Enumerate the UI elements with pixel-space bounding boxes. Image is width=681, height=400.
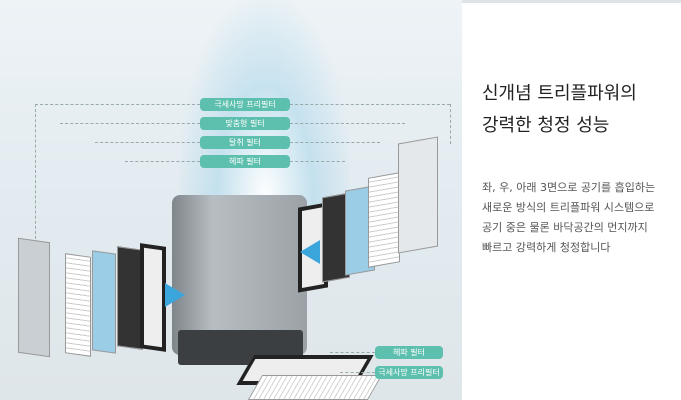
description-line: 공기 중은 물론 바닥공간의 먼지까지	[482, 221, 648, 234]
leader-line	[35, 104, 36, 244]
leader-line	[60, 123, 200, 124]
label-prefilter: 극세사망 프리필터	[200, 98, 290, 111]
leader-line	[290, 142, 380, 143]
leader-line	[125, 161, 200, 162]
description-line: 좌, 우, 아래 3면으로 공기를 흡입하는	[482, 181, 656, 194]
prefilter-bottom	[247, 375, 383, 400]
airflow-arrow-left	[165, 283, 185, 307]
label-deodor-filter: 탈취 필터	[200, 136, 290, 149]
leader-line	[290, 161, 345, 162]
leader-line	[340, 372, 375, 373]
custom-filter-left	[92, 250, 116, 354]
side-cover-right	[398, 136, 438, 254]
label-hepa-filter-bottom: 헤파 필터	[375, 346, 443, 359]
description-line: 새로운 방식의 트리플파워 시스템으로	[482, 201, 655, 214]
side-cover-left	[18, 237, 50, 358]
headline-line: 신개념 트리플파워의	[482, 83, 637, 104]
headline: 신개념 트리플파워의 강력한 청정 성능	[482, 78, 637, 142]
air-purifier-body	[172, 195, 307, 355]
description-line: 빠르고 강력하게 청정합니다	[482, 241, 611, 254]
leader-line	[450, 104, 451, 144]
leader-line	[95, 142, 200, 143]
hepa-filter-left	[140, 243, 166, 352]
prefilter-left	[65, 253, 91, 357]
leader-line	[290, 104, 450, 105]
label-custom-filter: 맞춤형 필터	[200, 117, 290, 130]
headline-line: 강력한 청정 성능	[482, 115, 610, 136]
leader-line	[290, 123, 405, 124]
leader-line	[330, 352, 375, 353]
prefilter-right	[368, 172, 400, 268]
product-exploded-illustration: 극세사망 프리필터 맞춤형 필터 탈취 필터 헤파 필터 헤파 필터 극세사망 …	[0, 0, 462, 400]
label-prefilter-bottom: 극세사망 프리필터	[375, 366, 443, 379]
label-hepa-filter: 헤파 필터	[200, 155, 290, 168]
description: 좌, 우, 아래 3면으로 공기를 흡입하는 새로운 방식의 트리플파워 시스템…	[482, 178, 655, 258]
leader-line	[35, 104, 200, 105]
airflow-arrow-right	[300, 240, 320, 264]
divider	[462, 0, 681, 3]
